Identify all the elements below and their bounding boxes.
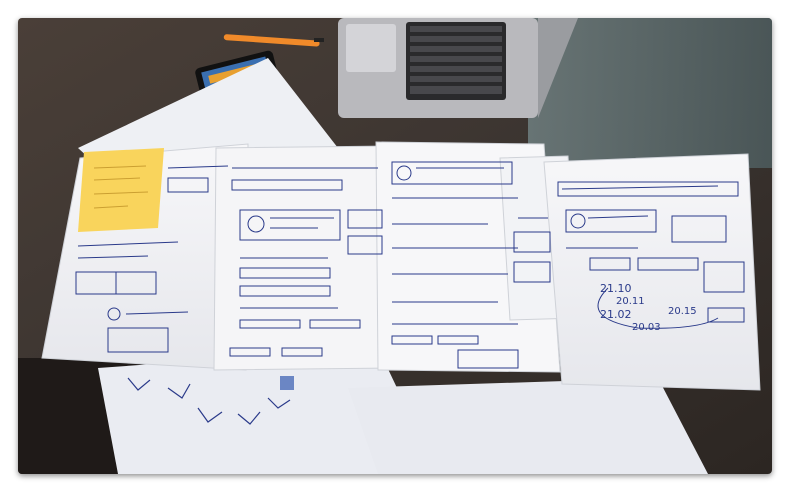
glass-reflection: [528, 18, 772, 168]
paper-bottom-right: [348, 378, 708, 474]
sketch-icons-bottom: [127, 376, 294, 425]
sketch-right: [557, 181, 745, 329]
orange-pen: [223, 34, 324, 47]
desk-photo: 21.10 20.11 21.02 20.03 20.15: [18, 18, 772, 474]
handwritten-times: 21.10 20.11 21.02 20.03 20.15: [600, 282, 697, 333]
sheet-right: [543, 153, 761, 391]
sketch-time-1: 21.10: [600, 282, 632, 295]
sketch-left: [75, 165, 229, 353]
trackpad: [346, 24, 396, 72]
sketch-center: [391, 161, 551, 369]
sketch-time-3: 21.02: [600, 308, 632, 321]
sketch-time-5: 20.15: [668, 306, 697, 317]
sketch-time-2: 20.11: [616, 296, 645, 307]
keyboard-keys: [410, 26, 502, 94]
paper-bottom-scatter: [98, 348, 438, 474]
sketch-time-4: 20.03: [632, 322, 661, 333]
laptop: [338, 18, 578, 118]
sketch-center-left: [229, 167, 383, 357]
photo-frame: 21.10 20.11 21.02 20.03 20.15: [18, 18, 772, 474]
sticky-note: [78, 148, 164, 232]
